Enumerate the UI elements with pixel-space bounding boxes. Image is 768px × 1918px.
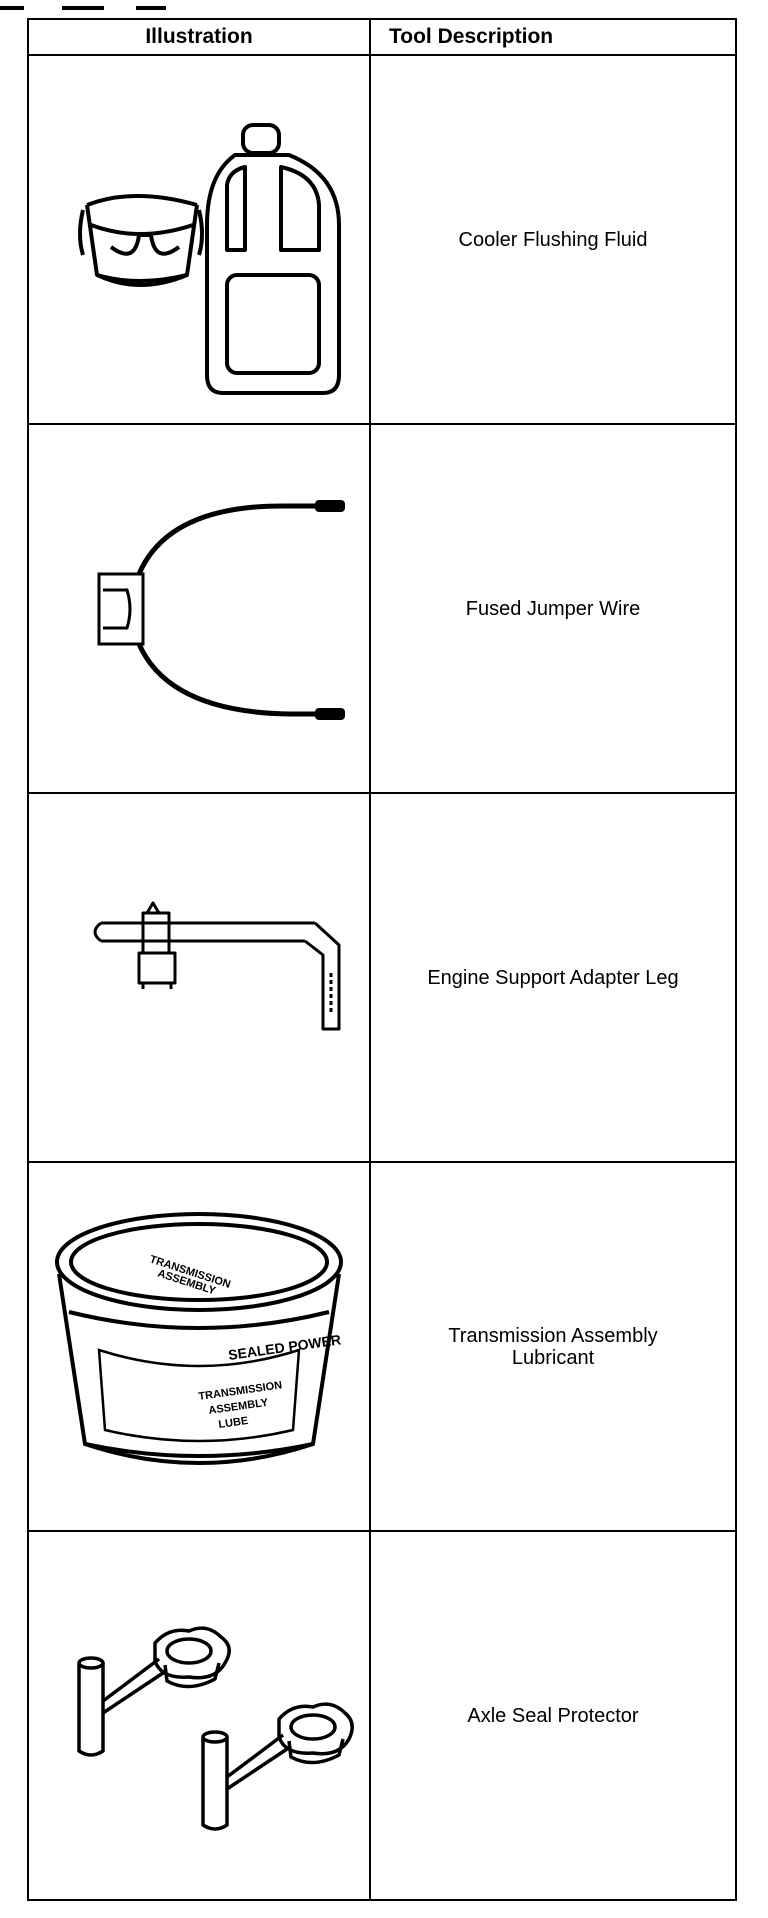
table-row: SEALED POWER TRANSMISSION ASSEMBLY TRANS…: [27, 1161, 737, 1532]
illustration-cell: [27, 792, 371, 1163]
illustration-cell: [27, 54, 371, 425]
header-illustration: Illustration: [27, 18, 371, 56]
description-cell: Transmission Assembly Lubricant: [369, 1161, 737, 1532]
top-rule-middle: [62, 6, 104, 10]
flushing-fluid-icon: [78, 122, 341, 395]
adapter-leg-icon: [93, 901, 341, 1030]
description-cell: Engine Support Adapter Leg: [369, 792, 737, 1163]
top-rule-right: [136, 6, 166, 10]
description-cell: Fused Jumper Wire: [369, 423, 737, 794]
description-line: Lubricant: [511, 1346, 595, 1369]
description-line: Transmission Assembly: [448, 1324, 658, 1347]
seal-protector-icon: [77, 1625, 354, 1831]
table-row: Cooler Flushing Fluid: [27, 54, 737, 425]
jumper-wire-icon: [97, 499, 345, 720]
table-row: Engine Support Adapter Leg: [27, 792, 737, 1163]
top-rule-left: [0, 6, 24, 10]
svg-text:TRANSMISSION: TRANSMISSION: [198, 1379, 283, 1403]
description-cell: Axle Seal Protector: [369, 1530, 737, 1901]
table-row: Fused Jumper Wire: [27, 423, 737, 794]
description-cell: Cooler Flushing Fluid: [369, 54, 737, 425]
illustration-cell: SEALED POWER TRANSMISSION ASSEMBLY TRANS…: [27, 1161, 371, 1532]
table-row: Axle Seal Protector: [27, 1530, 737, 1901]
table-header-row: Illustration Tool Description: [27, 18, 737, 56]
lubricant-tub-icon: SEALED POWER TRANSMISSION ASSEMBLY TRANS…: [55, 1211, 343, 1465]
header-tool-description: Tool Description: [369, 18, 737, 56]
svg-text:LUBE: LUBE: [218, 1414, 249, 1430]
illustration-cell: [27, 1530, 371, 1901]
illustration-cell: [27, 423, 371, 794]
tool-table: Illustration Tool Description: [27, 18, 737, 1901]
